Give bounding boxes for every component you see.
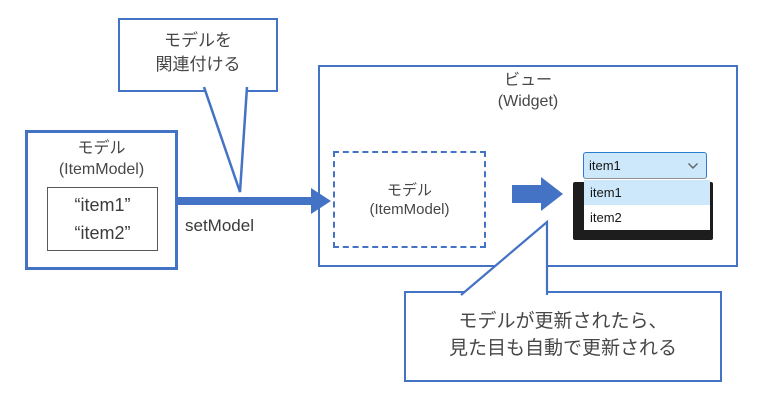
- inner-model-dashed-box: モデル (ItemModel): [333, 151, 486, 248]
- setmodel-label: setModel: [185, 216, 254, 235]
- chevron-down-icon: [688, 162, 698, 169]
- inner-model-line2: (ItemModel): [369, 200, 450, 218]
- dropdown-option-item2[interactable]: item2: [590, 210, 622, 225]
- model-title-line1: モデル: [77, 140, 126, 157]
- top-callout-line1: モデルを: [164, 31, 232, 50]
- block-arrow-icon: [512, 177, 563, 211]
- combobox-select[interactable]: item1: [583, 152, 707, 179]
- model-item-1: “item1”: [74, 195, 131, 215]
- top-callout: モデルを 関連付ける: [118, 18, 278, 92]
- dropdown-list: item1 item2: [584, 180, 710, 230]
- view-title-line2: (Widget): [497, 93, 559, 110]
- dropdown-option-item1[interactable]: item1: [584, 180, 710, 205]
- bottom-callout-line2: 見た目も自動で更新される: [448, 338, 677, 359]
- combobox-screenshot: item1 item2 item1: [573, 139, 713, 240]
- model-items-box: “item1” “item2”: [47, 187, 158, 251]
- top-callout-line2: 関連付ける: [155, 55, 241, 74]
- view-widget-title: ビュー (Widget): [318, 70, 738, 112]
- model-item-2: “item2”: [74, 223, 131, 243]
- bottom-callout-line1: モデルが更新されたら、: [458, 311, 668, 332]
- top-callout-tail: [202, 86, 249, 193]
- combobox-value: item1: [589, 158, 621, 173]
- model-title-line2: (ItemModel): [58, 161, 145, 178]
- bottom-callout-tail: [460, 219, 549, 296]
- view-title-line1: ビュー: [503, 72, 552, 89]
- setmodel-arrow-icon: [177, 188, 331, 214]
- bottom-callout: モデルが更新されたら、 見た目も自動で更新される: [404, 291, 722, 382]
- inner-model-line1: モデル: [386, 181, 432, 199]
